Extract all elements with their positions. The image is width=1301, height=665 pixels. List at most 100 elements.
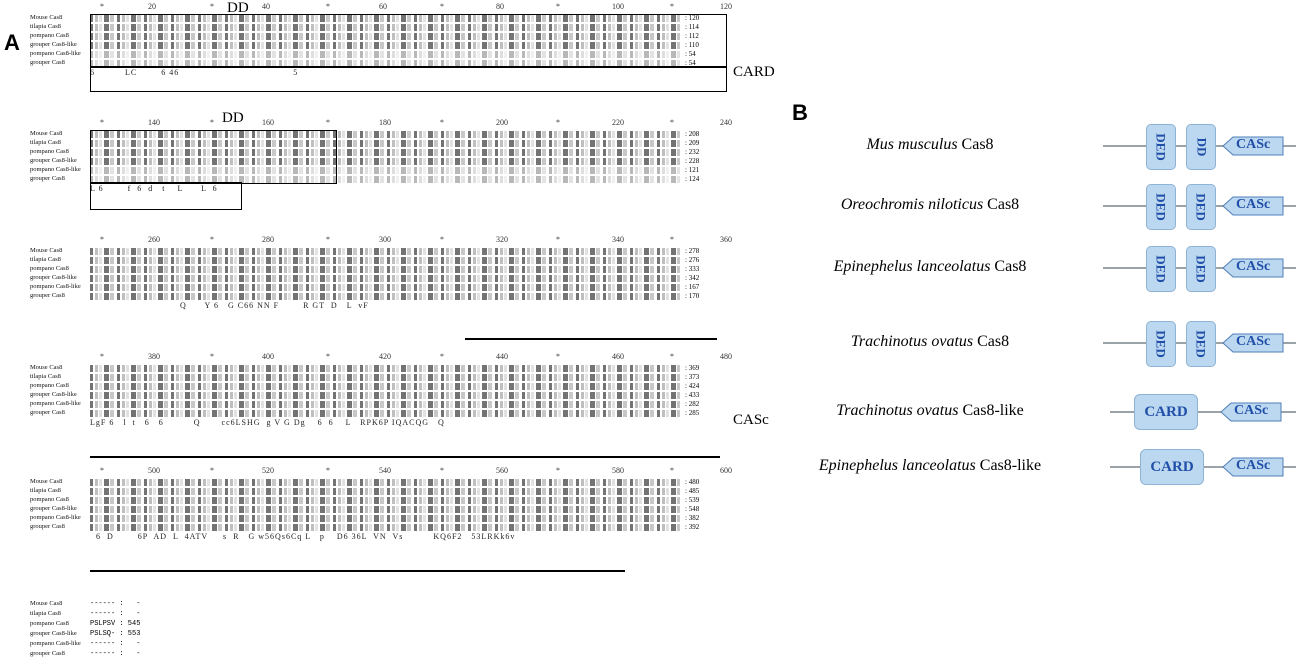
alignment-row: pompano Cas8-like : 382 [30,514,750,522]
alignment-row: pompano Cas8: 424 [30,382,750,390]
domain-label: DED [1153,193,1169,221]
residue-count: : 424 [685,382,700,390]
sequence-name: grouper Cas8-like [30,505,77,512]
sequence-residues [90,410,680,417]
sequence-name: pompano Cas8-like [30,514,81,521]
ruler-tick: * [210,2,214,11]
ruler-tick: * [440,352,444,361]
ruler-tick: * [326,466,330,475]
card-domain: CARD [1140,449,1204,485]
alignment-row: pompano Cas8-like: 121 [30,166,750,174]
alignment-row: pompano Cas8-like: 282 [30,400,750,408]
alignment-row: tilapia Cas8: 373 [30,373,750,381]
sequence-name: grouper Cas8 [30,409,65,416]
sequence-name: pompano Cas8-like [30,50,81,57]
alignment-row: grouper Cas8: 285 [30,409,750,417]
ruler-tick: 380 [148,352,160,361]
protein-name: Cas8-like [979,457,1042,474]
residue-count: : 167 [685,283,700,291]
ruler-tick: 240 [720,118,732,127]
sequence-name: tilapia Cas8 [30,139,61,146]
sequence-residues [90,266,680,273]
sequence-name: grouper Cas8-like [30,157,77,164]
sequence-name: Mouse Cas8 [30,130,63,137]
ruler-tick: * [670,118,674,127]
sequence-residues [90,392,680,399]
ruler-tick: * [556,352,560,361]
ruler-tick: * [440,2,444,11]
ruler-tick: 60 [379,2,387,11]
alignment-row: pompano Cas8-like------ : - [30,640,750,648]
ruler-tick: * [556,2,560,11]
ruler-tick: 280 [262,235,274,244]
casc-arrow-shape [1222,457,1284,477]
alignment-row: tilapia Cas8: 485 [30,487,750,495]
alignment-row: grouper Cas8-like: 433 [30,391,750,399]
ruler-tick: * [670,235,674,244]
residue-count: : 480 [685,478,700,486]
casc-underline-2 [90,456,720,458]
ruler-tick: * [100,118,104,127]
residue-count: : 209 [685,139,700,147]
casc-domain: CASc [1222,196,1284,216]
position-ruler: *260*280*300*320*340*360 [90,235,732,245]
protein-name: Cas8-like [962,402,1024,419]
alignment-row: Mouse Cas8: 480 [30,478,750,486]
casc-underline-1 [465,338,717,340]
ruler-tick: 260 [148,235,160,244]
card-box-1 [90,66,727,92]
sequence-name: tilapia Cas8 [30,256,61,263]
consensus-line: 6 LC 6 46 5 [90,68,299,77]
residue-count: : 382 [685,514,700,522]
protein-name: Cas8 [994,258,1027,275]
ruler-tick: 200 [496,118,508,127]
casc-label: CASc [733,412,769,428]
ruler-tick: * [670,466,674,475]
ruler-tick: 480 [720,352,732,361]
sequence-name: grouper Cas8-like [30,391,77,398]
position-ruler: *140*160*180*200*220*240 [90,118,732,128]
sequence-name: pompano Cas8 [30,32,69,39]
ruler-tick: * [100,235,104,244]
ruler-tick: 320 [496,235,508,244]
sequence-name: grouper Cas8-like [30,274,77,281]
sequence-residues [90,365,680,372]
consensus-line: 6 D 6P AD L 4ATV s R G w56Qs6Cq L p D6 3… [90,532,516,541]
species-label: Mus musculus Cas8 [780,136,1080,154]
residue-count: : 124 [685,175,700,183]
ruler-tick: * [326,2,330,11]
domain-label: CASc [1236,197,1271,212]
sequence-residues [90,248,680,255]
dd-label-1: DD [227,0,249,16]
panel-a-label: A [4,30,20,55]
casc-polygon [1222,457,1284,477]
casc-polygon [1220,402,1282,422]
sequence-name: pompano Cas8-like [30,283,81,290]
sequence-residues [90,140,680,147]
ruler-tick: * [670,352,674,361]
alignment-row: tilapia Cas8------ : - [30,610,750,618]
dd-domain: DD [1186,124,1216,170]
sequence-residues [90,158,680,165]
sequence-residues [90,497,680,504]
domain-label: DED [1153,330,1169,358]
ruler-tick: 580 [612,466,624,475]
ruler-tick: 540 [379,466,391,475]
alignment-row: tilapia Cas8 : 209 [30,139,750,147]
sequence-residues [90,131,680,138]
casc-polygon [1222,258,1284,278]
domain-label: DD [1194,137,1209,157]
ruler-tick: 360 [720,235,732,244]
sequence-name: Mouse Cas8 [30,364,63,371]
residue-count: : 276 [685,256,700,264]
ruler-tick: * [100,352,104,361]
sequence-residues [90,149,680,156]
alignment-row: grouper Cas8-like: 548 [30,505,750,513]
alignment-row: Mouse Cas8: 369 [30,364,750,372]
sequence-name: Mouse Cas8 [30,600,63,607]
residue-count: : 392 [685,523,700,531]
tail-residues: PSLPSV : 545 [90,620,141,628]
sequence-residues [90,60,680,67]
species-name: Trachinotus ovatus [836,402,959,419]
species-name: Trachinotus ovatus [850,333,974,350]
